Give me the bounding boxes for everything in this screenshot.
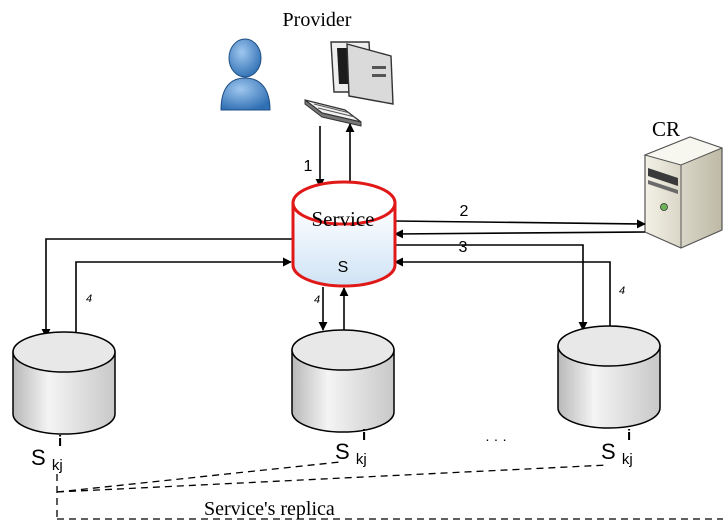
replica-right-sub: kj bbox=[622, 451, 633, 468]
arrow-left-replica-to-service bbox=[75, 257, 292, 332]
arrow-step2 bbox=[394, 219, 646, 229]
replica-left-cylinder bbox=[12, 331, 116, 435]
arrow-cr-to-service bbox=[394, 229, 646, 239]
replica-left-sub: kj bbox=[52, 457, 63, 474]
service-title: Service bbox=[312, 207, 375, 231]
replica-left-sup: i bbox=[58, 433, 62, 450]
replica-left-base: S bbox=[31, 445, 46, 470]
replica-right-sup: i bbox=[627, 427, 631, 444]
service-cylinder bbox=[291, 180, 397, 288]
replica-right-label: S kj bbox=[601, 439, 633, 468]
step3-label: 3 bbox=[459, 239, 468, 256]
replica-mid-cylinder bbox=[291, 329, 395, 433]
replica-mid-base: S bbox=[335, 439, 350, 464]
replica-right-base: S bbox=[601, 439, 616, 464]
replica-caption: Service's replica bbox=[204, 498, 335, 520]
cr-label: CR bbox=[652, 117, 680, 141]
user-icon bbox=[220, 38, 271, 111]
replica-mid-sub: kj bbox=[356, 451, 367, 468]
replica-left-label: S kj bbox=[31, 445, 63, 474]
arrow-right-replica-to-service bbox=[394, 257, 611, 326]
step4-right-label: 4 bbox=[619, 285, 625, 297]
step4-mid-label: 4 bbox=[314, 294, 320, 306]
step1-label: 1 bbox=[304, 158, 313, 175]
service-sub: S bbox=[338, 259, 349, 276]
provider-label: Provider bbox=[283, 9, 352, 31]
replica-bracket bbox=[56, 461, 723, 520]
step2-label: 2 bbox=[460, 203, 469, 220]
arrow-service-to-right-replica bbox=[395, 244, 588, 331]
arrow-service-to-left-replica bbox=[41, 238, 293, 338]
replica-right-cylinder bbox=[557, 325, 661, 429]
step4-left-label: 4 bbox=[86, 293, 92, 305]
replica-mid-sup: i bbox=[362, 427, 366, 444]
ellipsis: · · · bbox=[485, 431, 507, 447]
computer-icon bbox=[304, 41, 394, 127]
replica-mid-label: S kj bbox=[335, 439, 367, 468]
server-icon bbox=[643, 136, 723, 249]
